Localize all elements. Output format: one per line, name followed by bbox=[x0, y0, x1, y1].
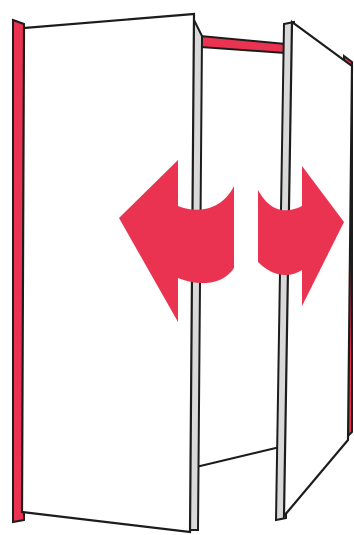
top-header bbox=[200, 36, 286, 53]
threshold-line bbox=[196, 447, 280, 467]
